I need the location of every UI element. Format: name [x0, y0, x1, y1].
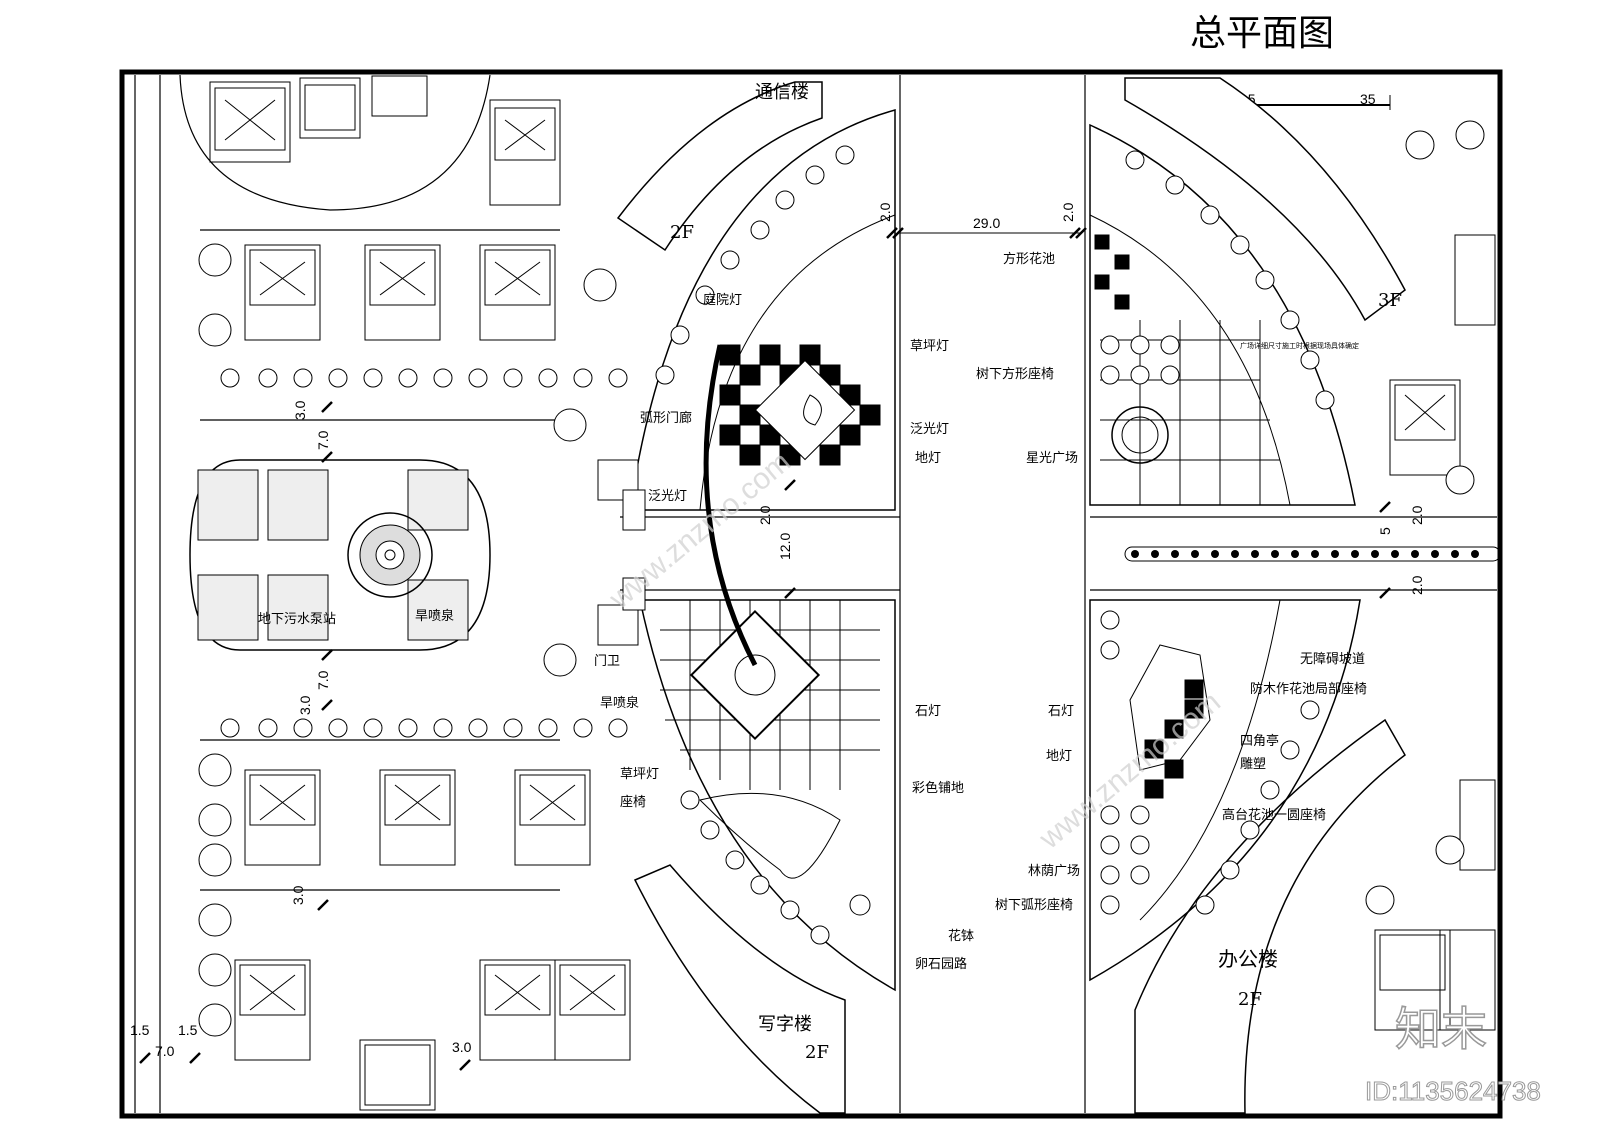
writing-building — [633, 864, 846, 1114]
dim-7-c: 7.0 — [155, 1043, 175, 1059]
telecom-building-floors: 2F — [670, 222, 694, 243]
northwest-plaza — [629, 109, 896, 511]
plan-title: 总平面图 — [1190, 13, 1334, 54]
label-barrier-free-ramp: 无障碍坡道 — [1300, 652, 1365, 667]
dim-2-d: 2.0 — [1409, 575, 1425, 595]
label-uplight-north: 泛光灯 — [910, 422, 949, 437]
drawing-border — [119, 69, 1503, 1119]
dim-2-e: 2.0 — [1060, 202, 1076, 222]
label-stone-lamp-east: 石灯 — [1048, 704, 1074, 719]
southeast-plaza — [1089, 599, 1361, 982]
west-oval-garden — [189, 459, 491, 651]
dim-2-a: 2.0 — [877, 202, 893, 222]
dim-1-5-a: 1.5 — [130, 1022, 150, 1038]
dim-3-c: 3.0 — [290, 885, 306, 905]
label-lawn-lamp-north: 草坪灯 — [910, 339, 949, 354]
label-tree-arc-bench: 树下弧形座椅 — [995, 898, 1073, 913]
label-gate-guard: 门卫 — [594, 654, 620, 669]
label-wood-planter-bench: 防木作花池局部座椅 — [1250, 681, 1367, 697]
telecom-building-name: 通信楼 — [755, 82, 809, 103]
dim-1-5-b: 1.5 — [178, 1022, 198, 1038]
arc-walkway — [703, 344, 758, 667]
dim-3-d: 3.0 — [452, 1039, 472, 1055]
label-ground-lamp-north: 地灯 — [915, 451, 941, 466]
writing-building-name: 写字楼 — [758, 1014, 812, 1035]
watermark-id: ID:1135624738 — [1365, 1076, 1541, 1106]
dimension-ticks — [139, 227, 1391, 1071]
dim-7-a: 7.0 — [315, 430, 331, 450]
label-stone-lamp: 石灯 — [915, 704, 941, 719]
label-flower-bowl: 花钵 — [948, 928, 974, 944]
office-building-name: 办公楼 — [1218, 947, 1278, 971]
label-raised-planter-bench: 高台花池一圆座椅 — [1222, 807, 1326, 823]
label-square-pavilion: 四角亭 — [1240, 733, 1279, 749]
dim-7-b: 7.0 — [315, 670, 331, 690]
southwest-plaza — [639, 599, 896, 992]
label-arc-gate: 弧形门廊 — [640, 410, 692, 426]
villas-northwest — [209, 75, 561, 341]
label-pump-station: 地下污水泵站 — [258, 612, 336, 627]
dim-2-b: 2.0 — [757, 505, 773, 525]
office-building — [1134, 718, 1406, 1114]
label-courtyard-lamp: 庭院灯 — [703, 292, 742, 308]
label-color-paving: 彩色铺地 — [912, 780, 964, 796]
writing-building-floors: 2F — [805, 1042, 829, 1063]
gate-houses — [597, 459, 646, 646]
villas-east — [1374, 234, 1496, 1031]
label-uplight-west: 泛光灯 — [648, 489, 687, 504]
dim-29: 29.0 — [973, 215, 1000, 231]
label-pebble-path: 卵石园路 — [915, 956, 967, 972]
northeast-building-floors: 3F — [1378, 290, 1402, 311]
label-tree-square-bench: 树下方形座椅 — [976, 366, 1054, 382]
label-bench-south: 座椅 — [620, 795, 646, 810]
telecom-building — [616, 81, 823, 252]
label-starlight-plaza: 星光广场 — [1026, 451, 1078, 466]
dim-3-a: 3.0 — [292, 400, 308, 420]
label-sculpture: 雕塑 — [1240, 757, 1266, 772]
dim-5: 5 — [1377, 527, 1393, 535]
roads — [134, 74, 1497, 1113]
label-dry-fountain-west: 旱喷泉 — [415, 608, 454, 624]
office-building-floors: 2F — [1238, 989, 1262, 1010]
northeast-plaza — [1089, 123, 1356, 506]
dim-12: 12.0 — [777, 533, 793, 560]
avenue-median — [1124, 546, 1501, 562]
label-note-small: 广场详细尺寸施工时根据现场具体确定 — [1240, 341, 1359, 350]
label-square-pool: 方形花池 — [1003, 251, 1055, 267]
scale-tick-35: 35 — [1360, 91, 1376, 107]
label-ground-lamp-east: 地灯 — [1046, 749, 1072, 764]
label-tree-plaza: 林荫广场 — [1028, 864, 1080, 879]
label-dry-fountain-south: 旱喷泉 — [600, 695, 639, 711]
watermark-brand: 知末 — [1395, 1002, 1487, 1056]
label-lawn-lamp-south: 草坪灯 — [620, 767, 659, 782]
tree-rows — [198, 120, 1485, 1037]
villas-southwest — [234, 769, 631, 1111]
dim-3-b: 3.0 — [297, 695, 313, 715]
dim-2-c: 2.0 — [1409, 505, 1425, 525]
northeast-building — [1124, 77, 1406, 322]
